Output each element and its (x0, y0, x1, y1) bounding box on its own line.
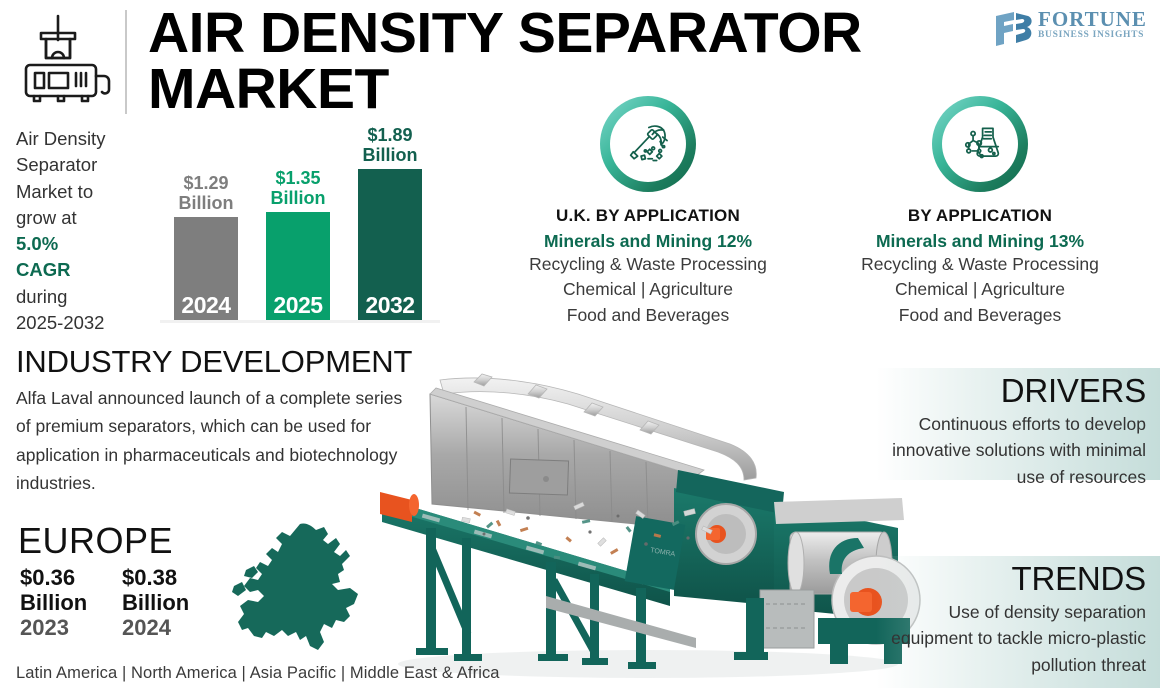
europe-title: EUROPE (18, 520, 174, 561)
europe-unit-2023: Billion (20, 590, 88, 616)
cagr-value: 5.0% (16, 233, 59, 255)
bar-label-2032: $1.89 Billion (362, 125, 418, 165)
intro-copy: Air Density Separator Market to grow at … (16, 126, 166, 336)
application-highlight-2: Minerals and Mining 13% (875, 231, 1085, 251)
drivers-title: DRIVERS (1000, 372, 1146, 409)
global-by-application-block: BY APPLICATION Minerals and Mining 13% R… (810, 96, 1150, 328)
application-icon-ring-1 (600, 96, 696, 192)
application-title-1: U.K. BY APPLICATION (556, 206, 740, 225)
chart-baseline (160, 320, 440, 323)
europe-value-2023: $0.36 (20, 565, 76, 590)
separator-machine-icon (8, 10, 118, 110)
fortune-business-insights-logo[interactable]: FORTUNE BUSINESS INSIGHTS (992, 8, 1152, 52)
header-divider (125, 10, 127, 114)
application-title-2: BY APPLICATION (907, 206, 1053, 225)
europe-figure-2023: $0.36 Billion 2023 (20, 565, 140, 640)
application-line-1-3: Food and Beverages (566, 304, 730, 325)
logo-text-primary: FORTUNE (1038, 7, 1147, 31)
trends-title: TRENDS (1011, 560, 1147, 597)
intro-period: 2025-2032 (16, 311, 105, 333)
europe-year-2023: 2023 (20, 615, 69, 641)
bar-column-2032: $1.89 Billion 2032 (358, 125, 422, 320)
intro-line-2: Market to (16, 180, 94, 202)
europe-unit-2024: Billion (122, 590, 190, 616)
europe-value-2024: $0.38 (122, 565, 178, 590)
regions-list: Latin America | North America | Asia Pac… (16, 664, 500, 682)
trends-body: Use of density separation equipment to t… (891, 602, 1146, 675)
intro-line-1: Air Density Separator (16, 128, 106, 176)
chemistry-flask-icon (964, 127, 1000, 159)
intro-line-4: during (16, 285, 68, 307)
application-line-2-1: Recycling & Waste Processing (861, 254, 1099, 274)
svg-text:TOMRA: TOMRA (650, 547, 676, 558)
air-density-separator-machine-image: TOMRA (378, 352, 938, 700)
application-highlight-1: Minerals and Mining 12% (543, 231, 753, 251)
bar-column-2025: $1.35 Billion 2025 (266, 168, 330, 320)
bar-2032: 2032 (358, 169, 422, 320)
europe-figure-2024: $0.38 Billion 2024 (122, 565, 242, 640)
drivers-panel: DRIVERS Continuous efforts to develop in… (876, 368, 1160, 487)
uk-by-application-block: U.K. BY APPLICATION Minerals and Mining … (478, 96, 818, 328)
cagr-label: CAGR (16, 259, 71, 281)
pickaxe-mining-icon (629, 125, 668, 162)
bar-2024: 2024 (174, 217, 238, 320)
bar-2025: 2025 (266, 212, 330, 320)
bar-column-2024: $1.29 Billion 2024 (174, 173, 238, 320)
trends-panel: TRENDS Use of density separation equipme… (876, 556, 1160, 688)
europe-map-icon (228, 520, 368, 665)
application-line-2-3: Food and Beverages (898, 304, 1062, 325)
application-line-1-2: Chemical | Agriculture (563, 279, 733, 300)
europe-year-2024: 2024 (122, 615, 171, 641)
bar-label-2024: $1.29 Billion (178, 173, 234, 213)
application-line-2-2: Chemical | Agriculture (895, 279, 1065, 300)
application-line-1-1: Recycling & Waste Processing (529, 254, 767, 274)
bar-label-2025: $1.35 Billion (270, 168, 326, 208)
industry-development-title: INDUSTRY DEVELOPMENT (16, 344, 413, 379)
logo-text-secondary: BUSINESS INSIGHTS (1038, 30, 1145, 41)
drivers-body: Continuous efforts to develop innovative… (892, 414, 1146, 487)
industry-development-body: Alfa Laval announced launch of a complet… (16, 388, 403, 494)
market-size-bar-chart: $1.29 Billion 2024 $1.35 Billion 2025 $1… (160, 125, 440, 323)
intro-line-3: grow at (16, 206, 77, 228)
fb-monogram-icon (992, 10, 1034, 48)
application-icon-ring-2 (932, 96, 1028, 192)
page-title: AIR DENSITY SEPARATOR MARKET (148, 1, 862, 121)
